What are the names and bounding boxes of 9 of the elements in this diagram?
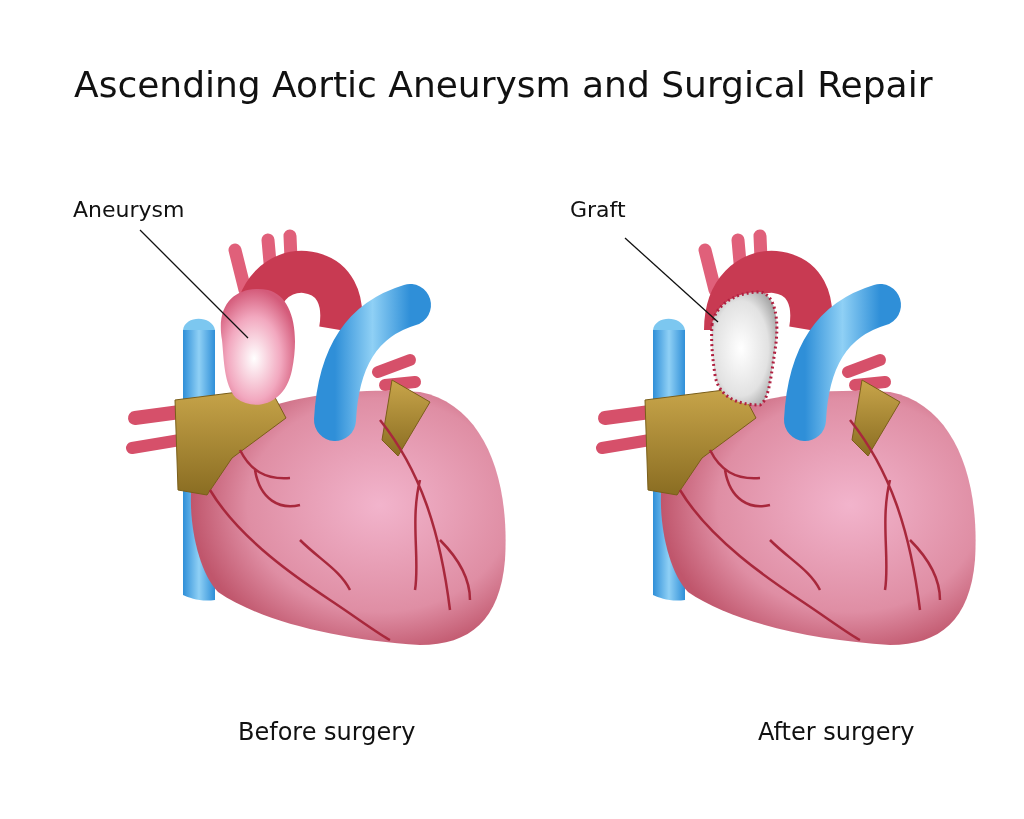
caption: After surgery: [758, 718, 915, 746]
leader-line: [139, 229, 249, 339]
aneurysm-bulge: [220, 289, 295, 405]
callout-label: Graft: [570, 197, 626, 222]
leader-line: [624, 237, 719, 323]
title: Ascending Aortic Aneurysm and Surgical Repair: [74, 64, 933, 105]
caption: Before surgery: [238, 718, 416, 746]
callout-label: Aneurysm: [73, 197, 185, 222]
graft-patch: [710, 290, 779, 407]
